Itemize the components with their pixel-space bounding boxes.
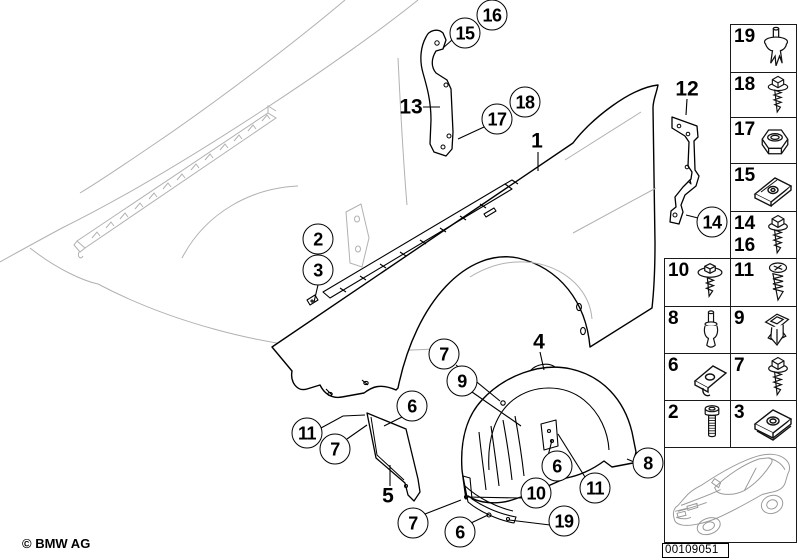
callout-circle-9[interactable]: 9 (446, 365, 478, 397)
tapping-screw-washer-icon (768, 214, 788, 255)
parts-cell-3[interactable]: 3 (730, 400, 797, 448)
parts-cell-label: 18 (734, 74, 756, 95)
callout-circle-17[interactable]: 17 (481, 103, 513, 135)
parts-cell-11[interactable]: 11 (730, 258, 797, 307)
parts-cell-label: 14 (734, 213, 756, 234)
screw-large-washer-icon (697, 262, 723, 298)
image-code-box: 00109051 (662, 543, 729, 558)
parts-cell-label-secondary: 16 (734, 235, 756, 256)
front-fender-part[interactable] (271, 84, 659, 399)
vehicle-thumbnail-icon (672, 453, 791, 536)
parts-cell-10[interactable]: 10 (664, 258, 731, 307)
parts-cell-label: 7 (734, 355, 745, 376)
parts-cell-14-16[interactable]: 14 16 (730, 211, 797, 259)
expansion-nut-icon (764, 313, 790, 346)
tapping-screw-washer-icon (767, 75, 789, 114)
callout-circle-16[interactable]: 16 (476, 0, 508, 31)
callout-label-1[interactable]: 1 (531, 129, 543, 153)
parts-cell-label: 17 (734, 119, 756, 140)
callout-label-4[interactable]: 4 (533, 330, 545, 354)
fender-bracket-12[interactable] (669, 116, 700, 225)
parts-cell-9[interactable]: 9 (730, 306, 797, 354)
parts-cell-label: 6 (668, 355, 679, 376)
parts-cell-7[interactable]: 7 (730, 353, 797, 401)
callout-label-12[interactable]: 12 (675, 77, 699, 101)
callout-circle-2[interactable]: 2 (302, 223, 334, 255)
parts-cell-label: 3 (734, 402, 745, 423)
parts-cell-label: 15 (734, 165, 756, 186)
parts-cell-8[interactable]: 8 (664, 306, 731, 354)
parts-cell-6[interactable]: 6 (664, 353, 731, 401)
callout-circle-7c[interactable]: 7 (397, 507, 429, 539)
hex-nut-icon (761, 128, 789, 154)
parts-cell-label: 8 (668, 308, 679, 329)
pan-head-screw-icon (768, 261, 788, 302)
callout-circle-7a[interactable]: 7 (428, 338, 460, 370)
callout-circle-8[interactable]: 8 (632, 447, 664, 479)
callout-label-13[interactable]: 13 (399, 95, 423, 119)
callout-circle-3[interactable]: 3 (302, 254, 334, 286)
parts-cell-label: 2 (668, 402, 679, 423)
callout-circle-11b[interactable]: 11 (579, 472, 611, 504)
parts-cell-18[interactable]: 18 (730, 72, 797, 118)
parts-cell-label: 9 (734, 308, 745, 329)
expansion-rivet-icon (763, 26, 789, 66)
fender-bracket-13[interactable] (420, 29, 454, 157)
callout-circle-15[interactable]: 15 (449, 17, 481, 49)
parts-cell-17[interactable]: 17 (730, 117, 797, 164)
callout-circle-18[interactable]: 18 (509, 86, 541, 118)
expanding-rivet-icon (703, 310, 719, 348)
parts-cell-label: 11 (734, 260, 755, 281)
machine-screw-icon (704, 405, 720, 438)
parts-cell-label: 19 (734, 26, 756, 47)
tapping-screw-washer-icon (768, 356, 788, 397)
callout-circle-6a[interactable]: 6 (396, 390, 428, 422)
fender-crease-ghost-lines (469, 111, 657, 320)
copyright-text: © BMW AG (22, 536, 91, 551)
wheel-arch-liner-part[interactable] (460, 363, 637, 524)
callout-circle-14[interactable]: 14 (696, 206, 728, 238)
callout-circle-10[interactable]: 10 (520, 477, 552, 509)
callout-leader-lines (313, 39, 699, 526)
callout-circle-6c[interactable]: 6 (444, 516, 476, 548)
vehicle-thumbnail-cell[interactable] (664, 447, 797, 543)
callout-circle-6b[interactable]: 6 (541, 450, 573, 482)
callout-label-5[interactable]: 5 (382, 484, 394, 508)
parts-cell-2[interactable]: 2 (664, 400, 731, 448)
callout-circle-11a[interactable]: 11 (291, 417, 323, 449)
parts-cell-15[interactable]: 15 (730, 163, 797, 212)
callout-circle-19[interactable]: 19 (548, 505, 580, 537)
clip-nut-icon (753, 176, 793, 207)
parts-cell-19[interactable]: 19 (730, 24, 797, 73)
clip-nut-icon (693, 365, 728, 397)
callout-circle-7b[interactable]: 7 (319, 433, 351, 465)
side-panel-part-5[interactable] (366, 412, 421, 502)
clip-nut-plate-icon (753, 409, 793, 441)
parts-cell-label: 10 (668, 260, 690, 281)
